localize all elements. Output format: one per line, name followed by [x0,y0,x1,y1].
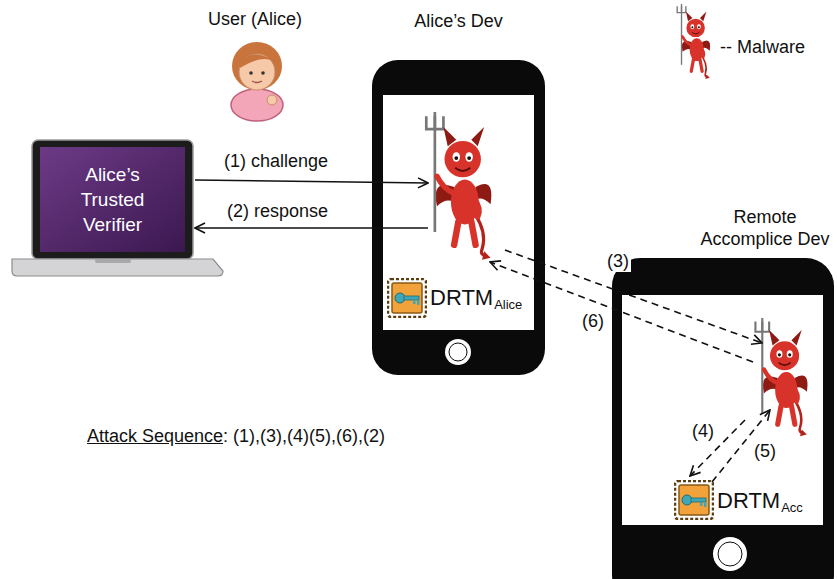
chip-icon [388,279,426,317]
legend-devil [677,4,710,79]
chip-name: DRTM [430,285,493,311]
phone-device: Remote Accomplice DevDRTMAcc [612,258,834,579]
step-label: (3) [605,250,631,272]
device-heading: Remote Accomplice Dev [695,206,835,250]
step-label: (4) [690,420,716,442]
relay-arrow [490,262,753,362]
laptop-screen: Alice’s Trusted Verifier [40,147,185,252]
phone-device: Alice’s DevDRTMAlice [372,60,545,375]
chip-name: DRTM [717,488,780,514]
step-label: (2) response [225,200,330,222]
user-figure [231,42,283,121]
device-heading: Alice’s Dev [372,10,545,32]
drtm-chip: DRTMAcc [672,478,822,523]
malware-devil [426,112,491,260]
malware-devil [755,318,807,436]
relay-arrow [505,250,762,343]
step-label: (5) [752,440,778,462]
screen-label: Alice’s Trusted Verifier [54,162,172,237]
chip-subscript: Acc [781,500,803,515]
chip-subscript: Alice [494,297,522,312]
phone-body [372,60,545,375]
actor-label: User (Alice) [200,8,310,30]
legend-text: -- Malware [720,36,805,58]
step-label: (1) challenge [222,150,330,172]
sequence-text: : (1),(3),(4)(5),(6),(2) [223,425,385,447]
sequence-title: Attack Sequence [87,425,223,447]
drtm-chip: DRTMAlice [385,275,535,320]
relay-arrow [690,420,745,476]
chip-icon [675,481,713,519]
phone-body [612,258,834,579]
message-arrow [195,180,428,183]
step-label: (6) [580,310,606,332]
laptop [12,140,223,276]
message-arrow [195,227,428,229]
